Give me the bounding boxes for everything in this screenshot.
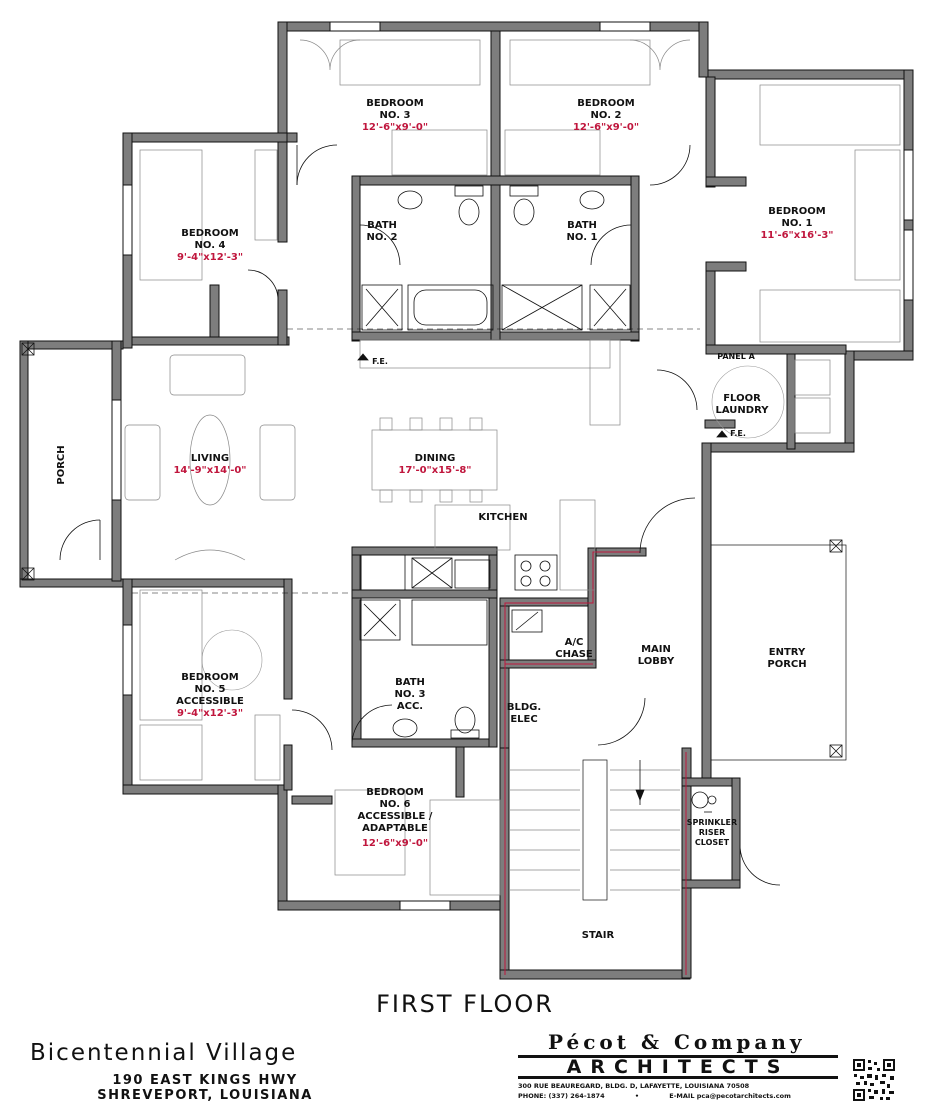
ac-chase-label: A/C CHASE: [555, 637, 593, 660]
svg-text:A/C: A/C: [565, 637, 584, 648]
svg-text:BEDROOM: BEDROOM: [768, 206, 825, 217]
doors: [59, 144, 785, 886]
stair-label: STAIR: [582, 930, 615, 941]
firm-contact: PHONE: (337) 264-1874 • E-MAIL pca@pecot…: [518, 1092, 848, 1100]
svg-text:LAUNDRY: LAUNDRY: [716, 405, 770, 416]
svg-text:NO. 3: NO. 3: [380, 110, 411, 121]
windows: [111, 21, 914, 911]
svg-text:LOBBY: LOBBY: [638, 656, 675, 667]
firm-separator: •: [634, 1092, 640, 1100]
svg-text:CLOSET: CLOSET: [695, 838, 730, 847]
svg-text:NO. 5: NO. 5: [195, 684, 226, 695]
svg-text:12'-6"x9'-0": 12'-6"x9'-0": [362, 838, 428, 849]
svg-text:NO. 4: NO. 4: [195, 240, 226, 251]
fixtures: [21, 185, 843, 813]
svg-text:SPRINKLER: SPRINKLER: [687, 818, 737, 827]
bedroom-5-label: BEDROOM NO. 5 ACCESSIBLE 9'-4"x12'-3": [176, 672, 244, 719]
svg-text:LIVING: LIVING: [191, 453, 229, 464]
svg-text:ENTRY: ENTRY: [769, 647, 806, 658]
svg-text:BEDROOM: BEDROOM: [181, 672, 238, 683]
svg-text:BATH: BATH: [367, 220, 397, 231]
room-labels: BEDROOM NO. 3 12'-6"x9'-0" BEDROOM NO. 2…: [56, 98, 834, 941]
svg-text:9'-4"x12'-3": 9'-4"x12'-3": [177, 708, 243, 719]
firm-banner-text: ARCHITECTS: [566, 1056, 790, 1078]
svg-text:MAIN: MAIN: [641, 644, 671, 655]
svg-text:14'-9"x14'-0": 14'-9"x14'-0": [173, 465, 246, 476]
svg-text:DINING: DINING: [415, 453, 456, 464]
svg-text:BEDROOM: BEDROOM: [181, 228, 238, 239]
svg-text:11'-6"x16'-3": 11'-6"x16'-3": [760, 230, 833, 241]
svg-text:BATH: BATH: [567, 220, 597, 231]
laundry-label: FLOOR LAUNDRY: [716, 393, 770, 416]
svg-text:NO. 1: NO. 1: [567, 232, 598, 243]
svg-text:17'-0"x15'-8": 17'-0"x15'-8": [398, 465, 471, 476]
kitchen-label: KITCHEN: [478, 512, 527, 523]
svg-text:12'-6"x9'-0": 12'-6"x9'-0": [573, 122, 639, 133]
project-name: Bicentennial Village: [30, 1040, 298, 1066]
walls: [19, 21, 914, 980]
bedroom-2-label: BEDROOM NO. 2 12'-6"x9'-0": [573, 98, 639, 133]
svg-text:NO. 6: NO. 6: [380, 799, 411, 810]
sheet-title: FIRST FLOOR: [376, 990, 554, 1018]
floor-plan: BEDROOM NO. 3 12'-6"x9'-0" BEDROOM NO. 2…: [19, 21, 914, 980]
svg-text:RISER: RISER: [699, 828, 726, 837]
bedroom-6-label: BEDROOM NO. 6 ACCESSIBLE / ADAPTABLE 12'…: [358, 787, 433, 849]
furniture: [124, 39, 901, 901]
bedroom-3-label: BEDROOM NO. 3 12'-6"x9'-0": [362, 98, 428, 133]
svg-text:9'-4"x12'-3": 9'-4"x12'-3": [177, 252, 243, 263]
svg-text:ADAPTABLE: ADAPTABLE: [362, 823, 428, 834]
bldg-elec-label: BLDG. ELEC: [507, 702, 541, 725]
svg-text:ELEC: ELEC: [510, 714, 537, 725]
svg-text:NO. 2: NO. 2: [591, 110, 622, 121]
bath-2-label: BATH NO. 2: [367, 220, 398, 243]
firm-banner: ARCHITECTS: [518, 1055, 838, 1079]
ceiling-lines: [132, 328, 700, 594]
bedroom-1-label: BEDROOM NO. 1 11'-6"x16'-3": [760, 206, 833, 241]
svg-text:NO. 3: NO. 3: [395, 689, 426, 700]
project-address-line1: 190 EAST KINGS HWY: [112, 1073, 298, 1088]
sprinkler-closet-label: SPRINKLER RISER CLOSET: [687, 818, 737, 847]
project-address: 190 EAST KINGS HWY SHREVEPORT, LOUISIANA: [80, 1073, 330, 1103]
svg-text:BLDG.: BLDG.: [507, 702, 541, 713]
svg-text:NO. 2: NO. 2: [367, 232, 398, 243]
svg-text:12'-6"x9'-0": 12'-6"x9'-0": [362, 122, 428, 133]
svg-text:BATH: BATH: [395, 677, 425, 688]
svg-text:ACCESSIBLE: ACCESSIBLE: [176, 696, 244, 707]
svg-text:BEDROOM: BEDROOM: [577, 98, 634, 109]
svg-text:BEDROOM: BEDROOM: [366, 787, 423, 798]
firm-name: Pécot & Company: [548, 1030, 806, 1054]
project-address-line2: SHREVEPORT, LOUISIANA: [97, 1088, 313, 1103]
qr-code-icon: [852, 1058, 896, 1102]
bedroom-4-label: BEDROOM NO. 4 9'-4"x12'-3": [177, 228, 243, 263]
svg-text:ACC.: ACC.: [397, 701, 423, 712]
svg-text:PORCH: PORCH: [767, 659, 806, 670]
entry-porch-label: ENTRY PORCH: [767, 647, 806, 670]
firm-address: 300 RUE BEAUREGARD, BLDG. D, LAFAYETTE, …: [518, 1082, 750, 1090]
svg-text:KITCHEN: KITCHEN: [478, 512, 527, 523]
firm-email: E-MAIL pca@pecotarchitects.com: [669, 1092, 791, 1100]
bath-3-label: BATH NO. 3 ACC.: [395, 677, 426, 712]
fire-extinguisher-label: F.E.: [372, 357, 388, 366]
dining-label: DINING 17'-0"x15'-8": [398, 453, 471, 476]
svg-text:BEDROOM: BEDROOM: [366, 98, 423, 109]
svg-text:ACCESSIBLE /: ACCESSIBLE /: [358, 811, 433, 822]
firm-phone: PHONE: (337) 264-1874: [518, 1092, 605, 1100]
svg-text:CHASE: CHASE: [555, 649, 593, 660]
panel-label: PANEL A: [717, 352, 755, 361]
fire-extinguisher-label: F.E.: [730, 429, 746, 438]
bath-1-label: BATH NO. 1: [567, 220, 598, 243]
svg-text:NO. 1: NO. 1: [782, 218, 813, 229]
fire-rated-lines: [504, 551, 687, 975]
main-lobby-label: MAIN LOBBY: [638, 644, 675, 667]
porch-label: PORCH: [56, 445, 67, 484]
living-label: LIVING 14'-9"x14'-0": [173, 453, 246, 476]
svg-text:FLOOR: FLOOR: [723, 393, 761, 404]
